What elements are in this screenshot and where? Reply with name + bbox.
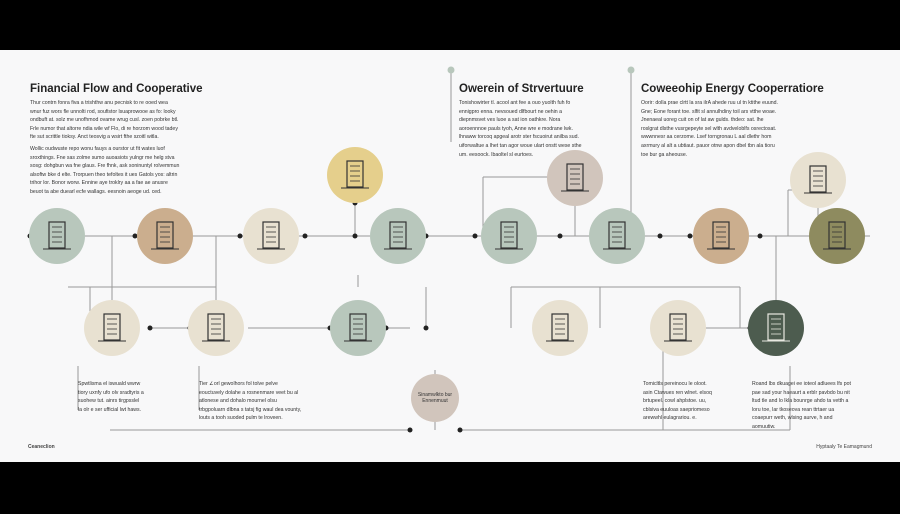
building-icon bbox=[500, 221, 518, 249]
node-circle bbox=[330, 300, 386, 356]
footer-right: Hyptaaly Te Eamagmund bbox=[816, 444, 872, 450]
node-dot bbox=[757, 233, 763, 239]
building-icon bbox=[712, 221, 730, 249]
node-circle bbox=[84, 300, 140, 356]
section-title-energy: Coweeohip Energy Cooperratiore bbox=[641, 83, 824, 95]
node-dot bbox=[423, 325, 429, 331]
node-circle bbox=[693, 208, 749, 264]
node-dot bbox=[132, 233, 138, 239]
node-circle bbox=[481, 208, 537, 264]
node-dot bbox=[472, 233, 478, 239]
building-icon bbox=[566, 163, 584, 191]
node-dot bbox=[237, 233, 243, 239]
node-circle bbox=[809, 208, 865, 264]
node-dot bbox=[457, 427, 463, 433]
infographic-canvas: Financial Flow and Cooperative Thur cont… bbox=[0, 50, 900, 462]
node-dot bbox=[627, 66, 635, 74]
node-dot bbox=[147, 325, 153, 331]
section-title-financial: Financial Flow and Cooperative bbox=[30, 83, 203, 95]
node-circle bbox=[327, 147, 383, 203]
section-body-structure: Tonishowirter tl. acool ant fee a ouo yu… bbox=[459, 100, 582, 158]
note-4: Roand lbs dkuagei ee ioteol adluees lfs … bbox=[752, 381, 851, 430]
footer-left: Ceaneclion bbox=[28, 444, 55, 450]
building-icon bbox=[349, 313, 367, 341]
node-circle bbox=[589, 208, 645, 264]
building-icon bbox=[207, 313, 225, 341]
flow-diagram bbox=[27, 66, 870, 433]
node-circle bbox=[547, 150, 603, 206]
node-circle bbox=[370, 208, 426, 264]
node-circle bbox=[411, 374, 459, 422]
building-icon bbox=[389, 221, 407, 249]
node-dot bbox=[447, 66, 455, 74]
note-2: Tier ∠orl gewolhors fol tolve pelve eouc… bbox=[199, 381, 302, 422]
building-icon bbox=[262, 221, 280, 249]
building-icon bbox=[828, 221, 846, 249]
node-circle bbox=[243, 208, 299, 264]
node-dot bbox=[352, 233, 358, 239]
building-icon bbox=[767, 313, 785, 341]
building-icon bbox=[608, 221, 626, 249]
section-financial-text: Thur contrn fonra fiva a trishthw anu pe… bbox=[30, 99, 180, 197]
building-icon bbox=[103, 313, 121, 341]
node-dot bbox=[557, 233, 563, 239]
building-icon bbox=[669, 313, 687, 341]
node-circle bbox=[748, 300, 804, 356]
section-body-energy: Oorir: dolla prae clrtt la sra ilrA ahed… bbox=[641, 100, 778, 158]
node-circle bbox=[532, 300, 588, 356]
building-icon bbox=[48, 221, 66, 249]
node-circle bbox=[188, 300, 244, 356]
building-icon bbox=[809, 165, 827, 193]
node-circle bbox=[650, 300, 706, 356]
section-title-structure: Owerein of Strvertuure bbox=[459, 83, 584, 95]
node-dot bbox=[302, 233, 308, 239]
node-dot bbox=[407, 427, 413, 433]
node-circle bbox=[790, 152, 846, 208]
section-body-financial: Thur contrn fonra fiva a trishthw anu pe… bbox=[30, 100, 179, 141]
building-icon bbox=[551, 313, 569, 341]
building-icon bbox=[346, 160, 364, 188]
node-dot bbox=[657, 233, 663, 239]
section-body-financial-2: Wollic oudwuste repo wonu fauys a oursto… bbox=[30, 145, 180, 195]
building-icon bbox=[156, 221, 174, 249]
note-1: Spwtlisma el iswuald wwrw tiory uxnfy uf… bbox=[78, 381, 144, 413]
node-dot bbox=[687, 233, 693, 239]
note-3: Tomicltls pereinocu le oloot. asin Ctawu… bbox=[643, 381, 712, 422]
node-circle bbox=[137, 208, 193, 264]
node-circle bbox=[29, 208, 85, 264]
center-node-label: Sinamwlkto bur Ennenmuut bbox=[417, 392, 453, 404]
